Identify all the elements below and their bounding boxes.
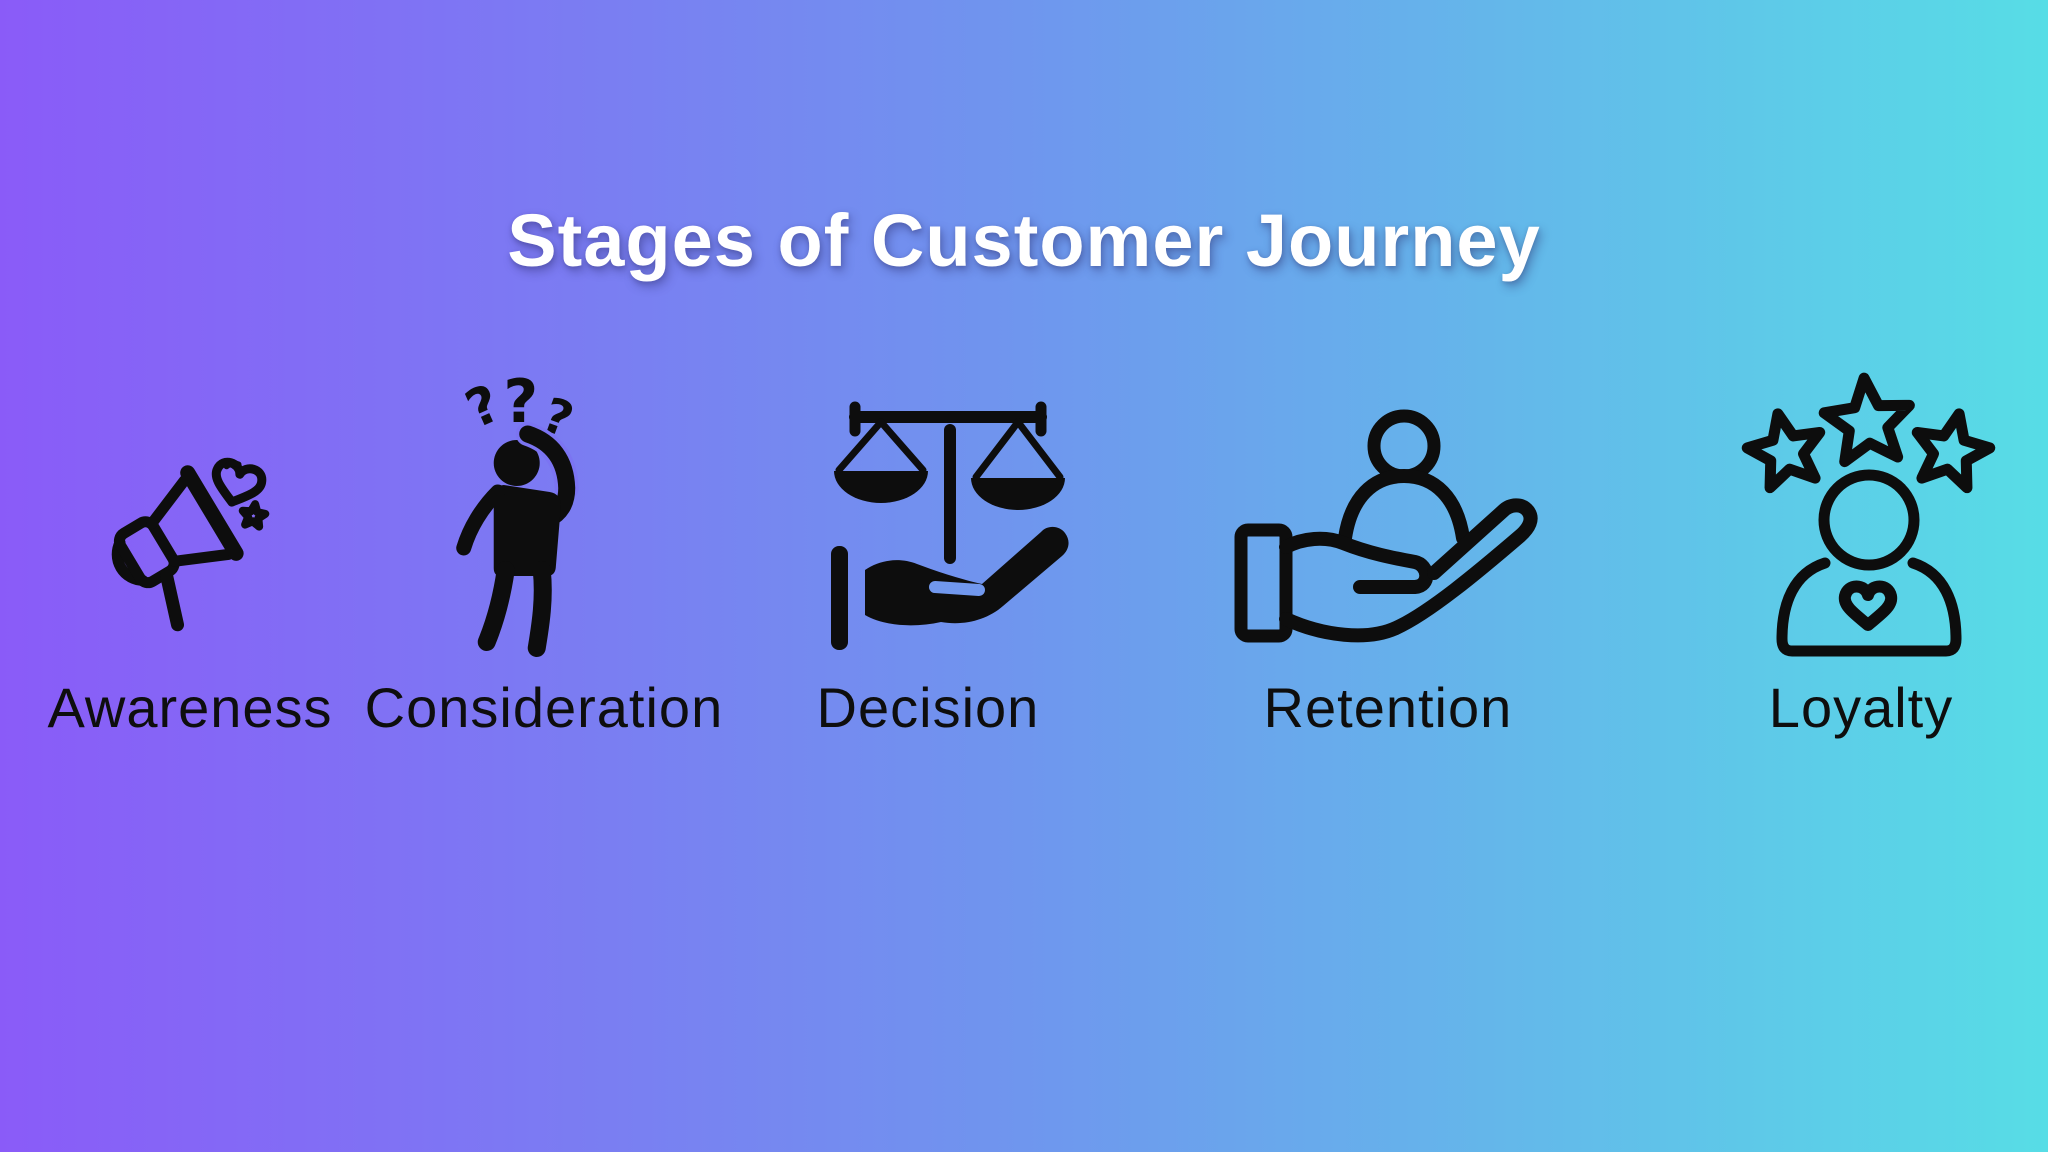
person-torso [493, 485, 561, 576]
hand-shape [830, 526, 1069, 650]
stage-decision: Decision [779, 368, 1077, 736]
star-icon [1822, 374, 1914, 463]
megaphone-heart-icon [111, 457, 270, 632]
star-icon [1742, 406, 1829, 490]
customer-with-stars-icon [1726, 377, 1996, 657]
question-mark: ? [457, 374, 509, 441]
stage-loyalty: Loyalty [1726, 368, 1996, 736]
person-shape [1337, 409, 1470, 545]
stage-consideration: ? ? ? Consideration [364, 367, 724, 739]
heart-icon [211, 457, 266, 507]
stage-label-retention: Retention [1263, 676, 1513, 739]
confused-person-icon: ? ? ? [455, 367, 580, 657]
person-left-arm [455, 484, 505, 556]
retention-icon-box [1233, 368, 1543, 660]
person-right-leg [527, 561, 552, 657]
person-left-leg [477, 561, 515, 651]
star-icon [1908, 406, 1995, 490]
person-head [493, 440, 540, 486]
megaphone-shape [111, 465, 244, 632]
decision-icon-box [779, 368, 1077, 660]
sparkle-star-icon [240, 503, 266, 528]
consideration-icon-box: ? ? ? [455, 367, 586, 660]
heart-icon [1838, 580, 1898, 631]
loyalty-icon-box [1726, 368, 1996, 660]
person-shape [1776, 469, 1962, 657]
stage-label-awareness: Awareness [47, 676, 333, 739]
balance-scale-hand-icon [830, 401, 1069, 650]
balance-scale-shape [833, 401, 1065, 564]
awareness-icon-box [110, 368, 270, 660]
hand-holding-person-icon [1234, 409, 1538, 643]
stage-retention: Retention [1233, 368, 1543, 736]
stage-label-consideration: Consideration [364, 676, 724, 739]
hand-shape [1234, 498, 1538, 643]
stage-label-decision: Decision [816, 676, 1040, 739]
page-title: Stages of Customer Journey [507, 199, 1541, 282]
stage-awareness: Awareness [48, 368, 333, 736]
stage-label-loyalty: Loyalty [1768, 676, 1954, 739]
